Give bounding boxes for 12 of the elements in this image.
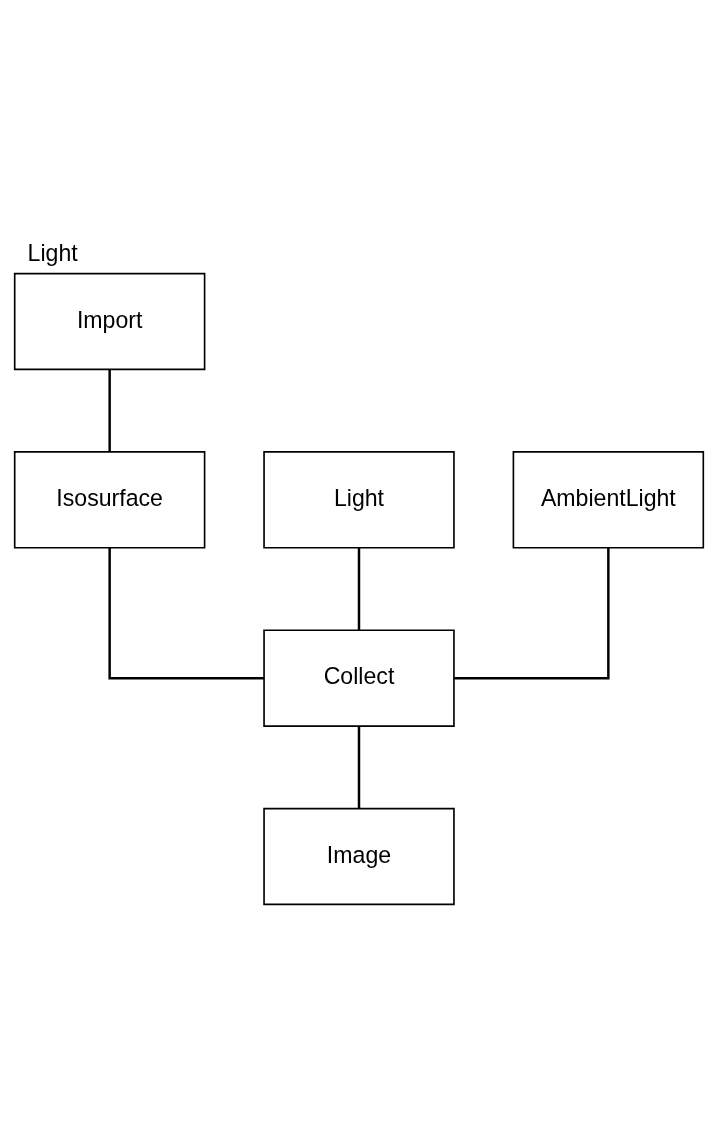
node-box: Light	[263, 451, 455, 549]
connector	[357, 726, 361, 809]
connector	[357, 548, 361, 630]
node-box: Image	[263, 807, 455, 906]
connector	[454, 548, 610, 680]
diagram-title: Light	[27, 239, 78, 266]
node-box: Isosurface	[13, 451, 206, 549]
node-box: Import	[13, 272, 206, 371]
connector	[108, 548, 264, 680]
node-box: Collect	[263, 629, 455, 727]
node-box: AmbientLight	[512, 451, 705, 549]
connector	[108, 369, 111, 452]
